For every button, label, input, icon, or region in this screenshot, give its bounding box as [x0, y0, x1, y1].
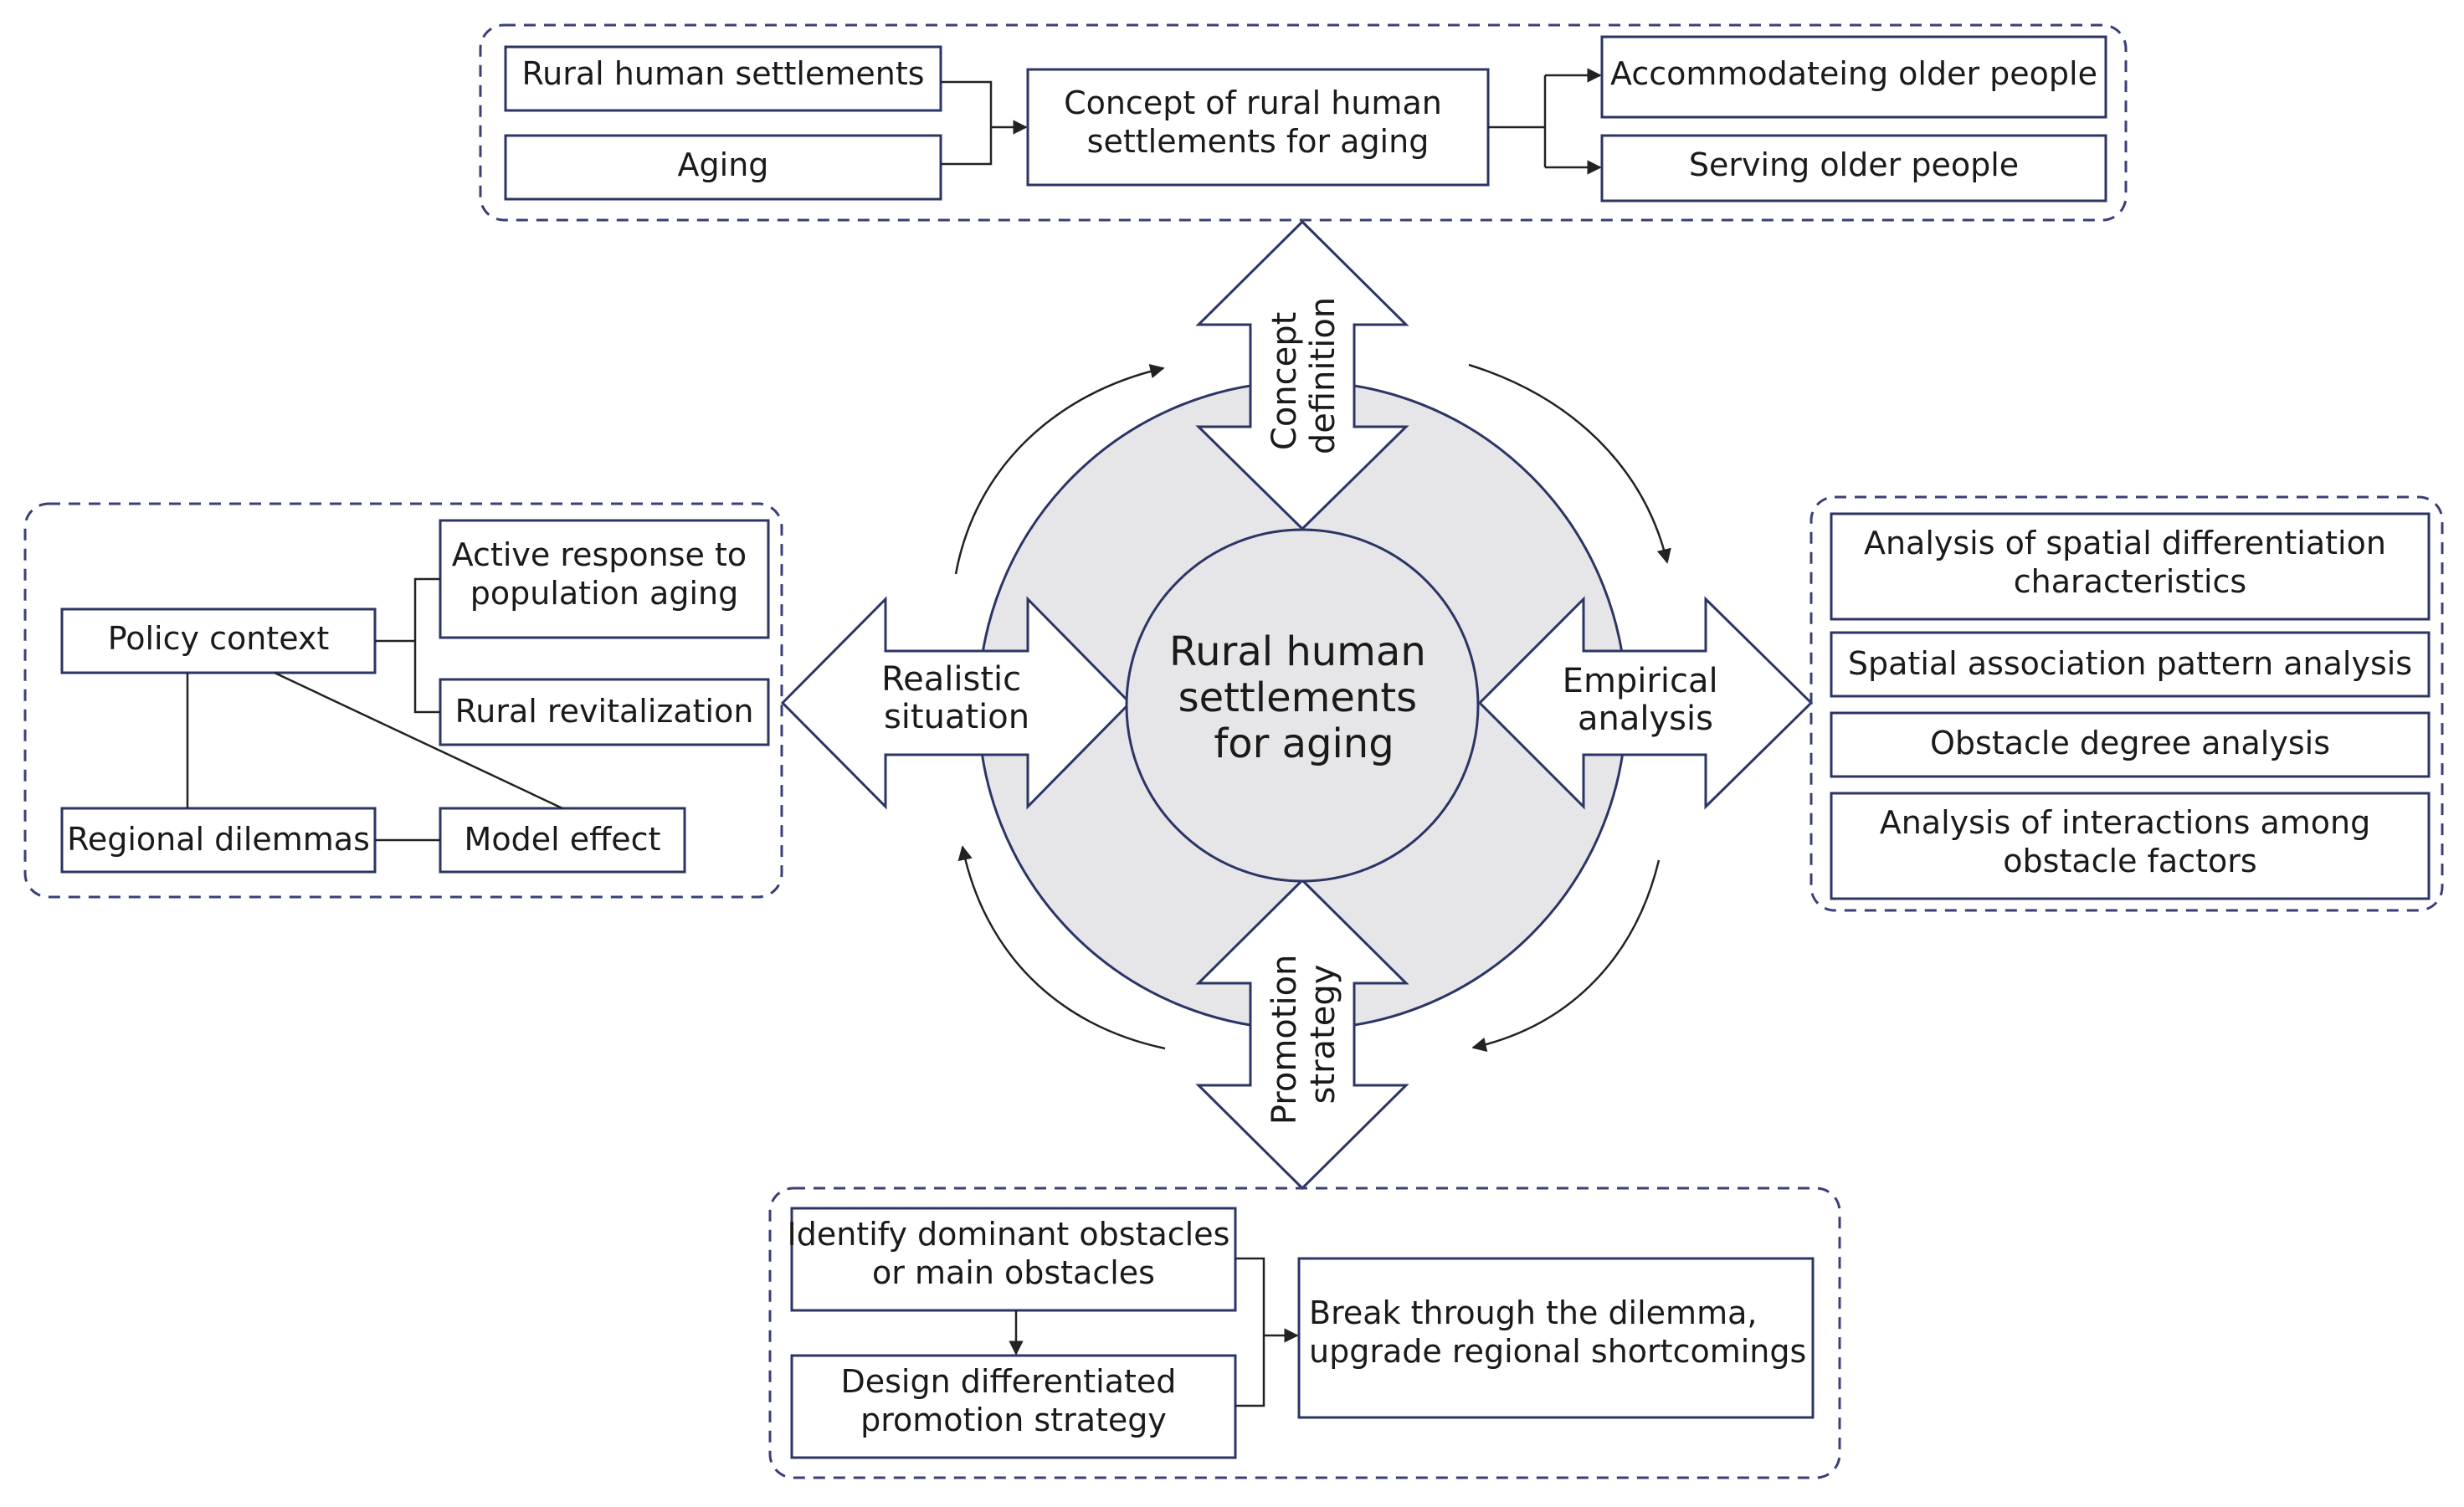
box-spatial-differentiation [1830, 512, 2431, 621]
connector-policy-bracket [413, 577, 440, 714]
text-policy-context: Policy context [108, 620, 330, 657]
box-concept [1026, 68, 1490, 187]
label-empirical-analysis-line-1: Empirical [1563, 662, 1718, 700]
label-empirical-analysis: Empirical analysis [1563, 662, 1729, 738]
box-break-through [1297, 1257, 1815, 1419]
box-policy-context [60, 607, 377, 674]
text-aging: Aging [678, 146, 769, 183]
label-promotion-strategy-line-1: Promotion [1265, 955, 1304, 1125]
text-serving: Serving older people [1689, 146, 2019, 183]
label-realistic-situation-line-1: Realistic [881, 660, 1021, 699]
text-model-effect: Model effect [465, 821, 661, 858]
bottom-group-frame [768, 1187, 1841, 1479]
box-accommodating [1600, 35, 2107, 119]
label-promotion-strategy: Promotion strategy [1265, 944, 1342, 1125]
left-group-frame [23, 502, 783, 899]
cycle-arrow-bottom-left [957, 845, 1166, 1050]
text-interactions-line-1: Analysis of interactions among [1880, 804, 2371, 841]
text-concept-line-2: settlements for aging [1087, 123, 1430, 160]
label-concept-definition: Concept definition [1265, 297, 1342, 454]
text-accommodating: Accommodateing older people [1610, 55, 2097, 92]
box-rural-revitalization [439, 678, 770, 746]
label-concept-definition-line-2: definition [1304, 297, 1342, 454]
text-break-through-line-1: Break through the dilemma, [1309, 1294, 1757, 1331]
cycle-arrow-top-right [1468, 363, 1671, 564]
text-active-response-line-2: population aging [470, 575, 738, 612]
text-regional-dilemmas: Regional dilemmas [67, 821, 370, 858]
box-spatial-association [1830, 631, 2431, 698]
text-spatial-differentiation: Analysis of spatial differentiation char… [1864, 525, 2396, 600]
center-title-line-1: Rural human [1169, 628, 1426, 675]
connector-top-left-bracket [941, 80, 993, 166]
center-title-line-3: for aging [1214, 720, 1394, 767]
label-concept-definition-line-1: Concept [1265, 312, 1304, 450]
box-design [790, 1354, 1237, 1459]
text-active-response-line-1: Active response to [452, 536, 747, 573]
box-regional-dilemmas [60, 807, 377, 874]
text-obstacle-degree: Obstacle degree analysis [1930, 725, 2330, 761]
label-realistic-situation: Realistic situation [881, 660, 1032, 736]
text-identify: Identify dominant obstacles or main obst… [788, 1216, 1240, 1291]
box-obstacle-degree [1830, 711, 2431, 778]
label-promotion-strategy-line-2: strategy [1304, 965, 1342, 1105]
label-empirical-analysis-line-2: analysis [1578, 700, 1713, 738]
box-identify [790, 1207, 1237, 1312]
text-spatial-differentiation-line-1: Analysis of spatial differentiation [1864, 525, 2386, 561]
top-group-frame [479, 23, 2128, 222]
text-spatial-association: Spatial association pattern analysis [1848, 645, 2412, 682]
text-interactions: Analysis of interactions among obstacle … [1880, 804, 2381, 879]
text-break-through-line-2: upgrade regional shortcomings [1309, 1333, 1806, 1370]
connector-policy-diagonal [274, 671, 563, 810]
text-identify-line-2: or main obstacles [872, 1254, 1155, 1291]
box-interactions [1830, 792, 2431, 900]
cycle-arrow-bottom-right [1471, 859, 1661, 1053]
center-title: Rural human settlements for aging [1169, 628, 1439, 767]
right-group-frame [1810, 495, 2444, 912]
text-spatial-differentiation-line-2: characteristics [2014, 563, 2246, 600]
center-title-line-2: settlements [1178, 674, 1418, 721]
text-active-response: Active response to population aging [452, 536, 757, 612]
box-active-response [439, 519, 770, 639]
text-design: Design differentiated promotion strategy [840, 1363, 1186, 1438]
text-identify-line-1: Identify dominant obstacles [788, 1216, 1230, 1253]
box-rural-human-settlements [504, 45, 942, 112]
text-rural-human-settlements: Rural human settlements [521, 55, 924, 92]
text-interactions-line-2: obstacle factors [2003, 843, 2256, 879]
box-serving [1600, 134, 2107, 202]
text-concept: Concept of rural human settlements for a… [1064, 85, 1452, 160]
text-concept-line-1: Concept of rural human [1064, 85, 1442, 121]
text-design-line-2: promotion strategy [860, 1402, 1167, 1438]
label-realistic-situation-line-2: situation [884, 698, 1029, 736]
inner-circle [1125, 528, 1480, 883]
text-rural-revitalization: Rural revitalization [455, 693, 754, 730]
box-model-effect [439, 807, 686, 874]
connector-bottom-bracket [1235, 1257, 1265, 1407]
cycle-arrow-top-left [954, 364, 1165, 575]
text-break-through: Break through the dilemma, upgrade regio… [1309, 1294, 1806, 1370]
text-design-line-1: Design differentiated [840, 1363, 1176, 1400]
box-aging [504, 134, 942, 201]
